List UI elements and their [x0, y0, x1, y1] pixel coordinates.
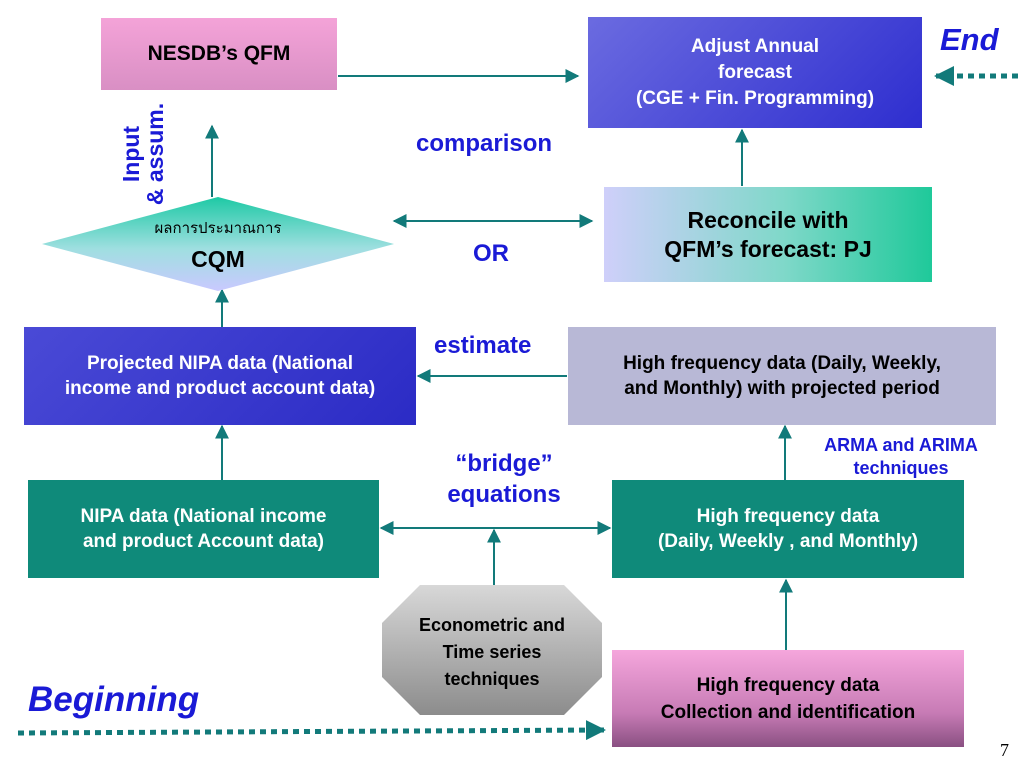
cqm-thai-label: ผลการประมาณการ [154, 219, 282, 237]
bridge-equations-label: “bridge” equations [420, 448, 588, 510]
cqm-diamond [42, 197, 394, 291]
adjust-line-1: Adjust Annual [690, 35, 820, 57]
bridge-line-2: equations [447, 481, 561, 508]
econometric-line-3: techniques [444, 669, 540, 689]
projected-nipa-line-2: income and product account data) [64, 378, 376, 399]
reconcile-line-2: QFM’s forecast: PJ [664, 235, 872, 262]
page-number: 7 [1000, 740, 1009, 760]
dotted-arrow-beginning [17, 720, 606, 741]
nesdb-qfm-box: NESDB’s QFM [101, 18, 337, 90]
nipa-data-box: NIPA data (National income and product A… [28, 480, 379, 578]
arma-line-2: techniques [853, 458, 949, 478]
nipa-line-2: and product Account data) [82, 531, 325, 552]
input-label-line2: & assum. [142, 102, 168, 206]
nesdb-qfm-text: NESDB’s QFM [147, 42, 291, 65]
arma-line-1: ARMA and ARIMA [824, 435, 978, 455]
projected-nipa-box: Projected NIPA data (National income and… [24, 327, 416, 425]
projected-nipa-line-1: Projected NIPA data (National [86, 353, 354, 374]
reconcile-line-1: Reconcile with [687, 206, 849, 233]
hf-projected-box: High frequency data (Daily, Weekly, and … [568, 327, 996, 425]
econometric-line-1: Econometric and [418, 615, 566, 635]
input-label-line1: Input [118, 125, 144, 183]
or-label: OR [473, 240, 509, 267]
hf-projected-line-2: and Monthly) with projected period [624, 378, 940, 399]
beginning-label: Beginning [28, 680, 200, 719]
nipa-line-1: NIPA data (National income [80, 506, 327, 527]
estimate-label: estimate [434, 332, 532, 359]
hf-data-box: High frequency data (Daily, Weekly , and… [612, 480, 964, 578]
hf-collection-box: High frequency data Collection and ident… [612, 650, 964, 747]
adjust-line-2: forecast [718, 61, 792, 83]
hf-collection-line-1: High frequency data [696, 674, 880, 696]
adjust-annual-forecast-box: Adjust Annual forecast (CGE + Fin. Progr… [588, 17, 922, 128]
econometric-label: Econometric and Time series techniques [382, 612, 602, 693]
arma-label: ARMA and ARIMA techniques [790, 434, 1012, 480]
reconcile-box: Reconcile with QFM’s forecast: PJ [604, 187, 932, 282]
hf-data-line-2: (Daily, Weekly , and Monthly) [657, 531, 919, 552]
econometric-octagon [382, 585, 602, 715]
hf-data-line-1: High frequency data [696, 506, 880, 527]
econometric-line-2: Time series [442, 642, 542, 662]
end-label: End [940, 22, 999, 57]
bridge-line-1: “bridge” [455, 450, 553, 477]
adjust-line-3: (CGE + Fin. Programming) [635, 87, 875, 109]
input-assum-label: Input & assum. [118, 99, 168, 209]
cqm-label: CQM [191, 246, 245, 272]
hf-collection-line-2: Collection and identification [660, 701, 916, 723]
comparison-label: comparison [416, 130, 553, 157]
hf-projected-line-1: High frequency data (Daily, Weekly, [623, 353, 941, 374]
